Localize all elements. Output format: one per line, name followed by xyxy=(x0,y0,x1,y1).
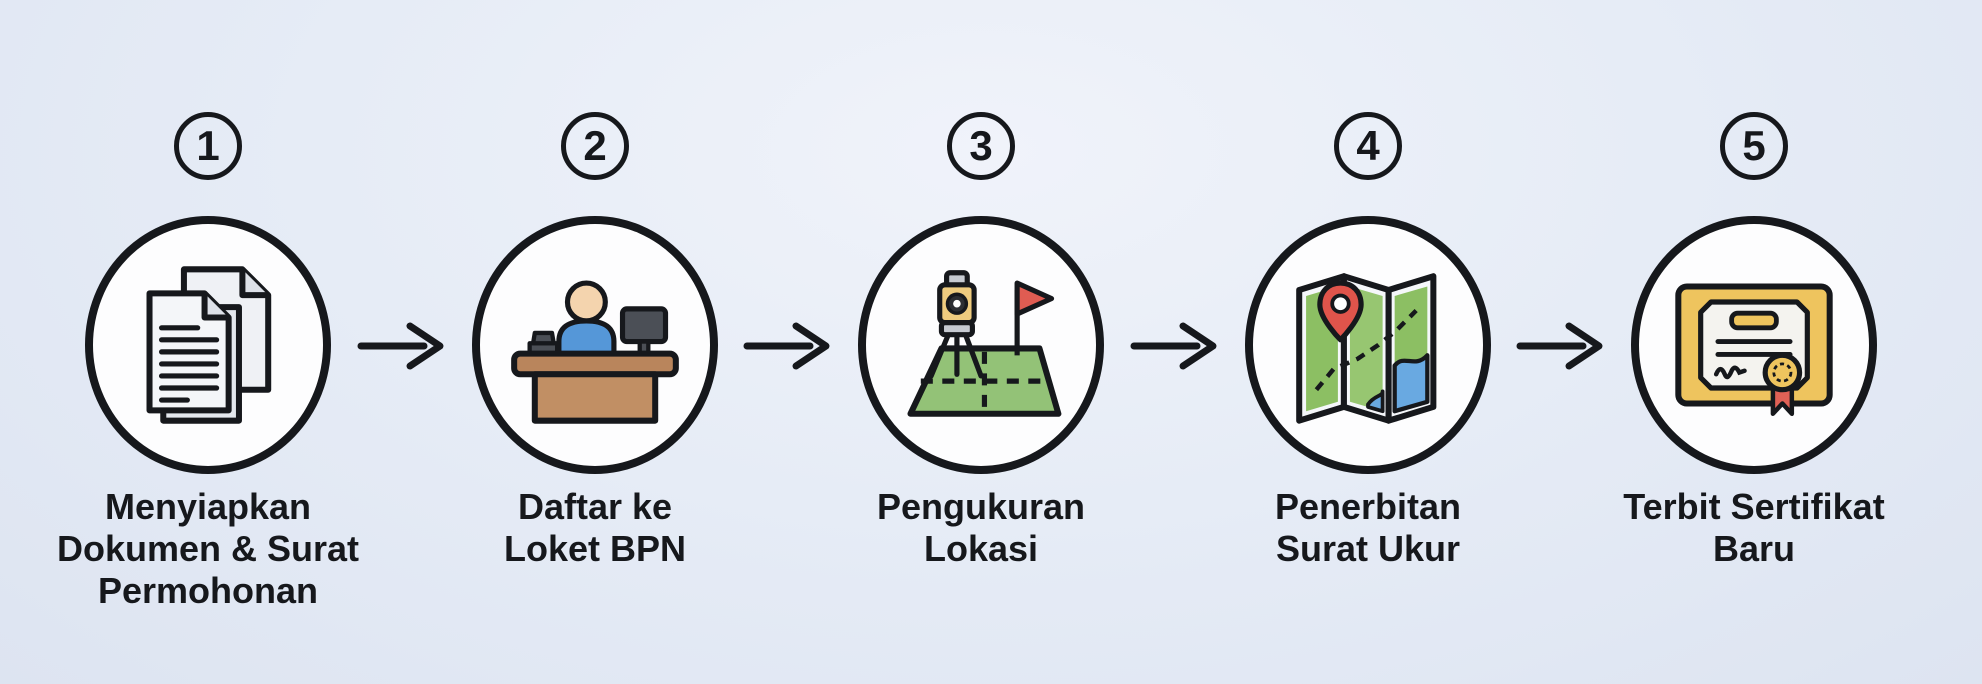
arrow-right-icon xyxy=(743,322,830,370)
land-survey-icon xyxy=(907,270,1062,417)
folded-map-icon xyxy=(1296,273,1437,424)
arrow-right-icon xyxy=(1516,322,1603,370)
step-4-number-badge: 4 xyxy=(1334,112,1402,180)
step-number: 4 xyxy=(1356,122,1380,169)
step-number: 5 xyxy=(1742,122,1766,169)
step-number: 1 xyxy=(196,122,220,169)
label-line: Loket BPN xyxy=(503,528,687,570)
step-2: 2 Daftar ke Loket BPN xyxy=(415,0,775,684)
step-4-label: Penerbitan Surat Ukur xyxy=(1188,486,1548,570)
step-5-label: Terbit Sertifikat Baru xyxy=(1574,486,1934,570)
step-3-label: Pengukuran Lokasi xyxy=(801,486,1161,570)
step-4: 4 Penerbitan xyxy=(1188,0,1548,684)
step-2-icon-circle xyxy=(472,216,718,474)
certificate-icon xyxy=(1675,283,1833,417)
label-line: Surat Ukur xyxy=(1275,528,1461,570)
label-line: Baru xyxy=(1712,528,1796,570)
documents-icon xyxy=(146,266,272,424)
step-5-number-badge: 5 xyxy=(1720,112,1788,180)
step-3-number-badge: 3 xyxy=(947,112,1015,180)
step-2-number-badge: 2 xyxy=(561,112,629,180)
label-line: Penerbitan xyxy=(1274,486,1462,527)
step-4-icon-circle xyxy=(1245,216,1491,474)
step-5-icon-circle xyxy=(1631,216,1877,474)
step-1-number-badge: 1 xyxy=(174,112,242,180)
step-number: 3 xyxy=(969,122,993,169)
step-1-label: Menyiapkan Dokumen & Surat Permohonan xyxy=(28,486,388,612)
arrow-right-icon xyxy=(1130,322,1217,370)
step-1: 1 xyxy=(28,0,388,684)
label-line: Menyiapkan xyxy=(104,486,312,527)
label-line: Dokumen & Surat xyxy=(56,528,360,570)
label-line: Pengukuran xyxy=(876,486,1086,527)
step-1-icon-circle xyxy=(85,216,331,474)
registration-desk-icon xyxy=(511,280,679,424)
arrow-right-icon xyxy=(357,322,444,370)
label-line: Lokasi xyxy=(923,528,1039,570)
step-2-label: Daftar ke Loket BPN xyxy=(415,486,775,570)
label-line: Daftar ke xyxy=(517,486,673,527)
step-3-icon-circle xyxy=(858,216,1104,474)
step-number: 2 xyxy=(583,122,607,169)
label-line: Terbit Sertifikat xyxy=(1623,486,1885,527)
step-3: 3 xyxy=(801,0,1161,684)
step-5: 5 xyxy=(1574,0,1934,684)
label-line: Permohonan xyxy=(97,570,319,612)
